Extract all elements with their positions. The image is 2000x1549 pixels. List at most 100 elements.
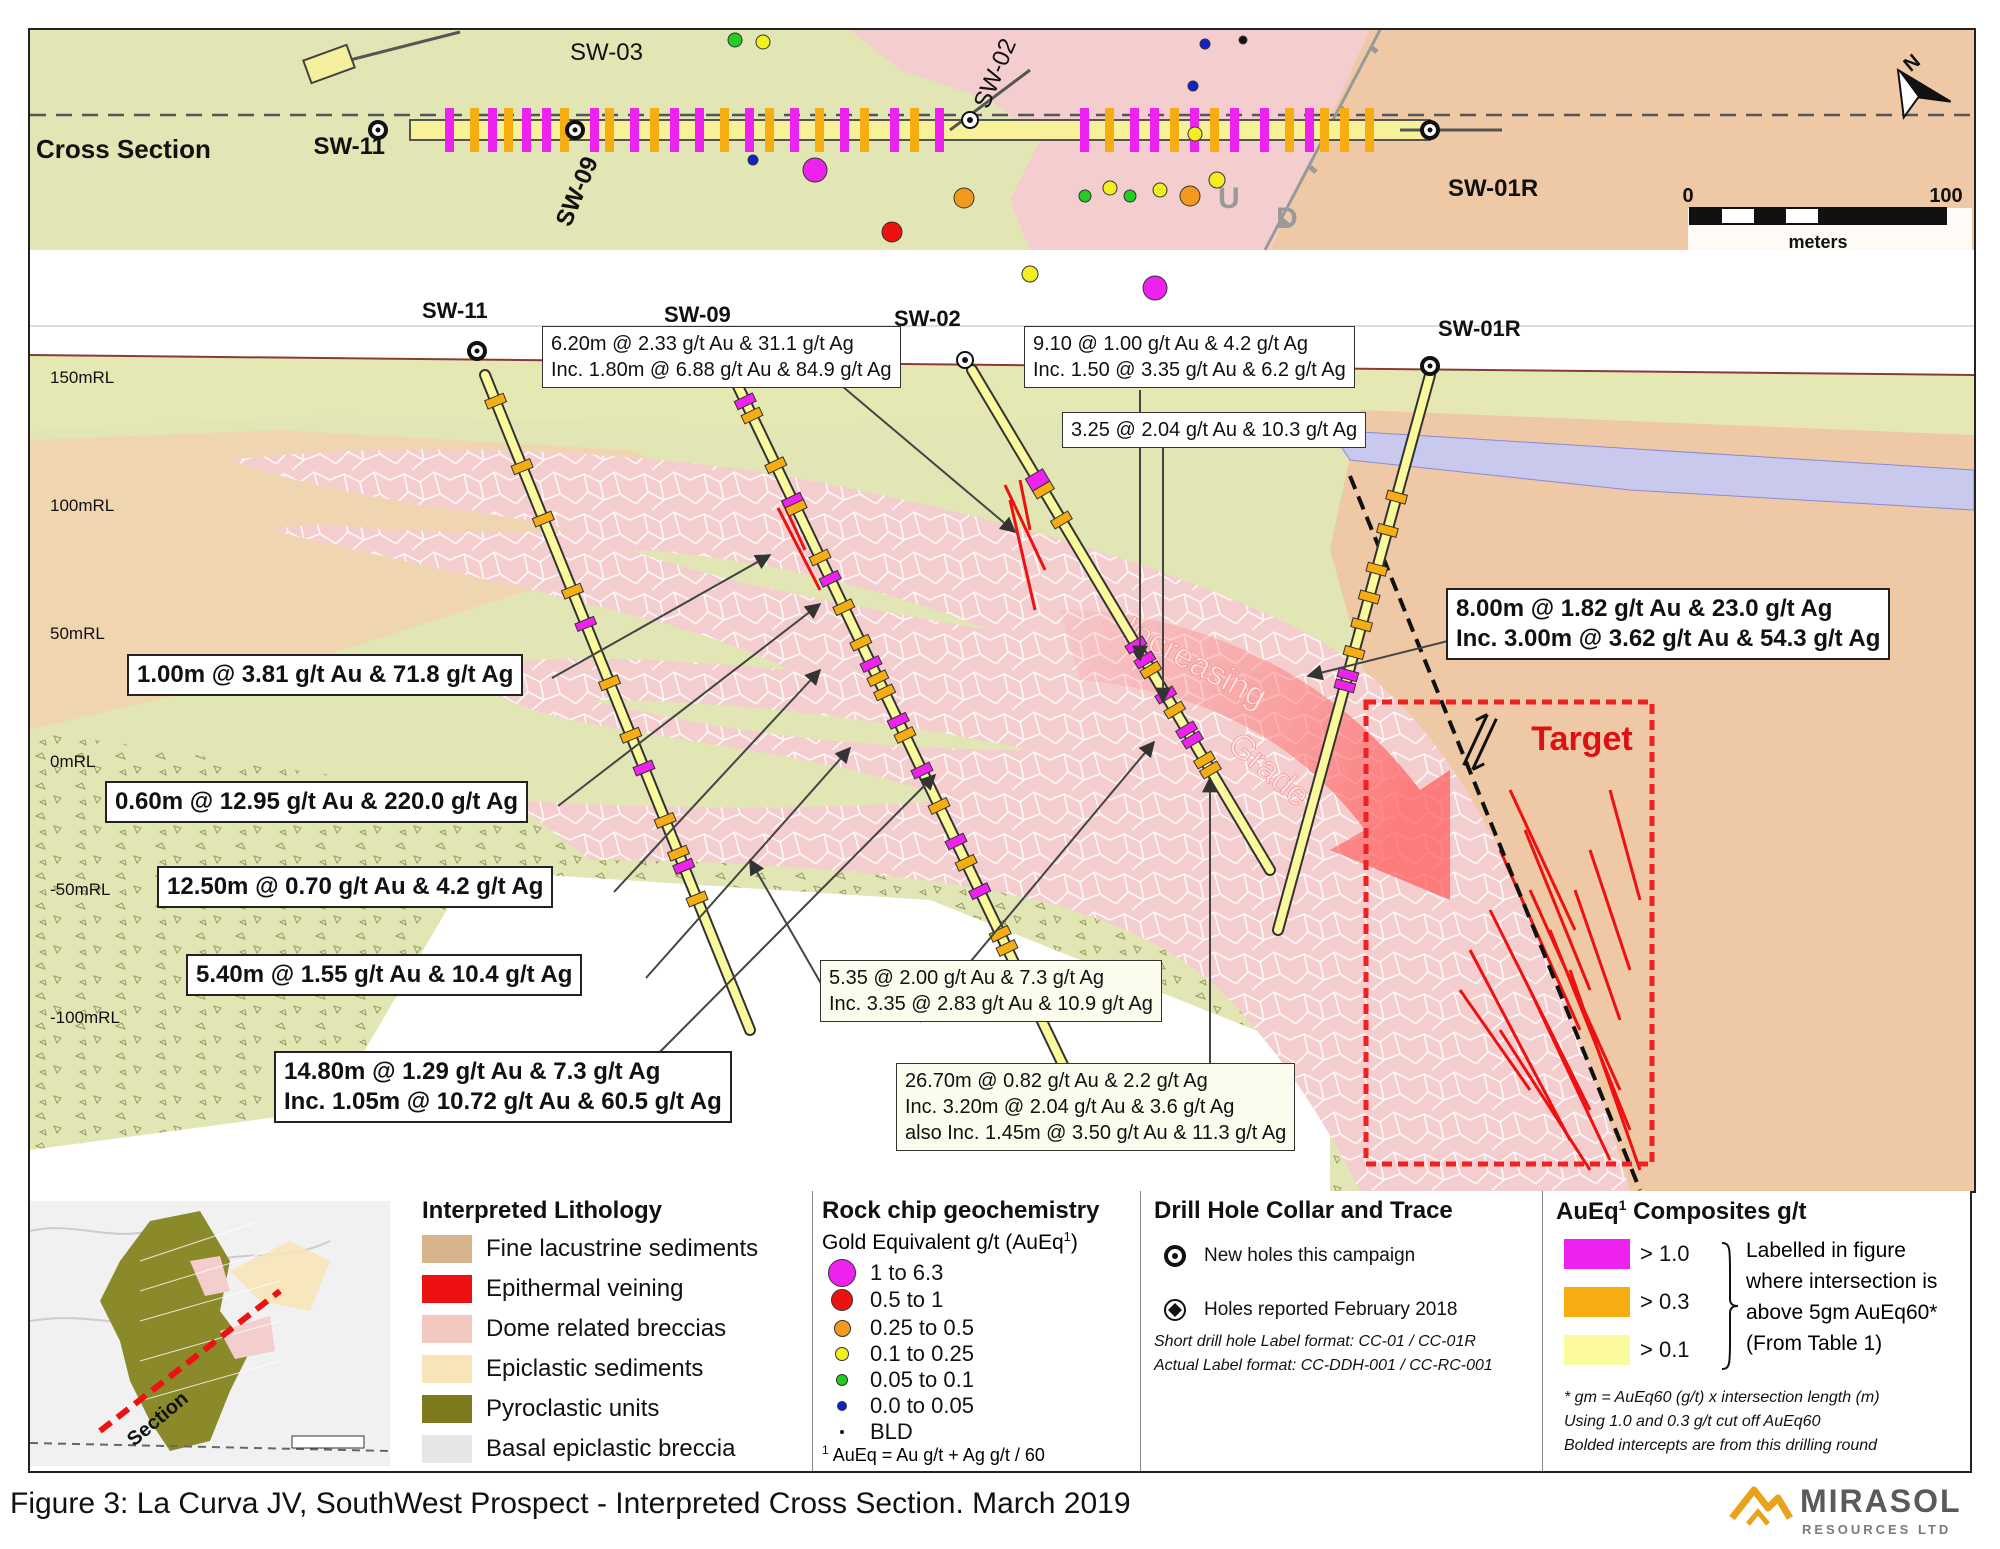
plan-label-sw03: SW-03 bbox=[570, 39, 643, 66]
vein-mark bbox=[776, 507, 822, 591]
intercept-line: Inc. 3.20m @ 2.04 g/t Au & 3.6 g/t Ag bbox=[905, 1096, 1235, 1118]
vein-mark bbox=[1588, 849, 1632, 971]
composite-bar bbox=[1031, 480, 1056, 500]
intercept-line: Inc. 3.00m @ 3.62 g/t Au & 54.3 g/t Ag bbox=[1456, 625, 1881, 652]
figure-caption: Figure 3: La Curva JV, SouthWest Prospec… bbox=[10, 1487, 1131, 1520]
composite-bar bbox=[619, 726, 643, 744]
fault-up-label: U bbox=[1218, 182, 1240, 215]
lithology-label: Dome related breccias bbox=[486, 1315, 727, 1342]
legend-divider bbox=[812, 1191, 813, 1471]
composite-bar bbox=[1375, 522, 1399, 538]
intercept-box-i1: 6.20m @ 2.33 g/t Au & 31.1 g/t Ag Inc. 1… bbox=[542, 326, 901, 388]
geochem-dot bbox=[835, 1347, 849, 1361]
intercept-box-i7: 12.50m @ 0.70 g/t Au & 4.2 g/t Ag bbox=[157, 866, 554, 908]
composite-note-2: Using 1.0 and 0.3 g/t cut off AuEq60 bbox=[1564, 1413, 1821, 1430]
inset-map: Section bbox=[29, 1201, 391, 1466]
intercept-line: 5.35 @ 2.00 g/t Au & 7.3 g/t Ag bbox=[829, 967, 1104, 989]
plan-composite-tick bbox=[504, 108, 513, 152]
intercept-box-i9: 5.35 @ 2.00 g/t Au & 7.3 g/t Ag Inc. 3.3… bbox=[820, 960, 1162, 1022]
composite-bar bbox=[968, 882, 992, 901]
drill-trace bbox=[968, 366, 1274, 874]
composite-bar bbox=[672, 857, 696, 875]
vein-mark bbox=[1608, 789, 1642, 901]
composite-bar bbox=[893, 725, 917, 745]
legend-collar: Drill Hole Collar and Trace New holes th… bbox=[1154, 1191, 1554, 1471]
intercept-line: 14.80m @ 1.29 g/t Au & 7.3 g/t Ag bbox=[284, 1058, 661, 1085]
plan-rock-chip-dot bbox=[1152, 182, 1168, 198]
composite-bar bbox=[866, 669, 890, 688]
intercept-line: 6.20m @ 2.33 g/t Au & 31.1 g/t Ag bbox=[551, 333, 854, 355]
lithology-swatch bbox=[422, 1395, 472, 1423]
intercept-line: Inc. 1.05m @ 10.72 g/t Au & 60.5 g/t Ag bbox=[284, 1088, 722, 1115]
plan-composite-tick bbox=[1260, 108, 1269, 152]
plan-rock-chip-dot bbox=[1078, 189, 1092, 203]
composite-bar bbox=[685, 890, 709, 908]
geochem-dot bbox=[833, 1319, 851, 1337]
intercept-line: Inc. 1.50 @ 3.35 g/t Au & 6.2 g/t Ag bbox=[1033, 359, 1346, 381]
lithology-item: Dome related breccias bbox=[422, 1315, 726, 1343]
plan-composite-tick bbox=[1170, 108, 1179, 152]
intercept-line: 1.00m @ 3.81 g/t Au & 71.8 g/t Ag bbox=[137, 661, 514, 688]
composite-bar bbox=[995, 938, 1019, 958]
geochem-dot bbox=[836, 1374, 848, 1386]
lithology-label: Basal epiclastic breccia bbox=[486, 1435, 736, 1462]
rl-label-neg50: -50mRL bbox=[50, 880, 111, 899]
plan-composite-tick bbox=[670, 108, 679, 152]
logo-sub: RESOURCES LTD bbox=[1802, 1522, 1951, 1537]
vein-mark bbox=[1458, 989, 1532, 1091]
composite-bar bbox=[872, 683, 897, 702]
plan-composite-tick bbox=[1080, 108, 1089, 152]
vein-mark bbox=[1573, 889, 1622, 1021]
plan-rock-chip-dot bbox=[755, 34, 771, 50]
scale-zero: 0 bbox=[1682, 185, 1693, 207]
geochem-item: 0.25 to 0.5 bbox=[822, 1315, 974, 1341]
leader-line bbox=[645, 746, 852, 979]
composite-bar bbox=[1139, 660, 1163, 680]
composite-item: > 0.1 bbox=[1564, 1335, 1690, 1365]
composite-bar bbox=[832, 598, 856, 617]
section-label-sw11: SW-11 bbox=[422, 298, 488, 323]
lithology-label: Epiclastic sediments bbox=[486, 1355, 704, 1382]
fault-line bbox=[1348, 475, 1642, 1191]
plan-composite-tick bbox=[890, 108, 899, 152]
plan-composite-tick bbox=[650, 108, 659, 152]
intercept-line: also Inc. 1.45m @ 3.50 g/t Au & 11.3 g/t… bbox=[905, 1122, 1287, 1144]
intercept-line: Inc. 1.80m @ 6.88 g/t Au & 84.9 g/t Ag bbox=[551, 359, 892, 381]
geochem-dot bbox=[840, 1430, 844, 1434]
geochem-item: 1 to 6.3 bbox=[822, 1259, 943, 1287]
geochem-footnote: 1 AuEq = Au g/t + Ag g/t / 60 bbox=[822, 1443, 1045, 1465]
plan-composite-tick bbox=[590, 108, 599, 152]
rl-label-0: 0mRL bbox=[50, 752, 96, 771]
composite-bar bbox=[1357, 589, 1381, 605]
plan-rock-chip-dot bbox=[802, 157, 828, 183]
plan-rock-chip-dot bbox=[1199, 38, 1211, 50]
composite-bar bbox=[818, 569, 842, 588]
leader-line bbox=[613, 668, 822, 893]
target-box bbox=[1363, 699, 1655, 1167]
plan-rock-chip-dot bbox=[1142, 275, 1168, 301]
fault-movement-icon bbox=[1462, 713, 1498, 771]
leader-line bbox=[635, 773, 937, 1077]
composite-bar bbox=[1049, 510, 1073, 530]
collar-note-2: Actual Label format: CC-DDH-001 / CC-RC-… bbox=[1154, 1357, 1493, 1374]
section-collars bbox=[467, 341, 1440, 376]
composite-bar bbox=[666, 844, 691, 862]
plan-composite-tick bbox=[1150, 108, 1159, 152]
geochem-title: Rock chip geochemistry bbox=[822, 1197, 1100, 1224]
plan-composite-tick bbox=[1210, 108, 1219, 152]
plan-composite-tick bbox=[560, 108, 569, 152]
geochem-item: 0.0 to 0.05 bbox=[822, 1393, 974, 1419]
intercept-line: 9.10 @ 1.00 g/t Au & 4.2 g/t Ag bbox=[1033, 333, 1308, 355]
composite-swatch bbox=[1564, 1335, 1630, 1365]
geochem-item: 0.1 to 0.25 bbox=[822, 1341, 974, 1367]
logo-mountain-icon bbox=[1729, 1486, 1794, 1526]
composite-item: > 1.0 bbox=[1564, 1239, 1690, 1269]
intercept-box-i11: 26.70m @ 0.82 g/t Au & 2.2 g/t Ag Inc. 3… bbox=[896, 1063, 1296, 1151]
intercept-box-i3: 3.25 @ 2.04 g/t Au & 10.3 g/t Ag bbox=[1062, 412, 1367, 448]
plan-composite-tick bbox=[605, 108, 614, 152]
intercept-line: 0.60m @ 12.95 g/t Au & 220.0 g/t Ag bbox=[115, 788, 519, 815]
intercept-line: 26.70m @ 0.82 g/t Au & 2.2 g/t Ag bbox=[905, 1070, 1208, 1092]
intercept-line: 12.50m @ 0.70 g/t Au & 4.2 g/t Ag bbox=[167, 873, 544, 900]
plan-composite-tick bbox=[790, 108, 799, 152]
composite-bar bbox=[510, 458, 534, 476]
